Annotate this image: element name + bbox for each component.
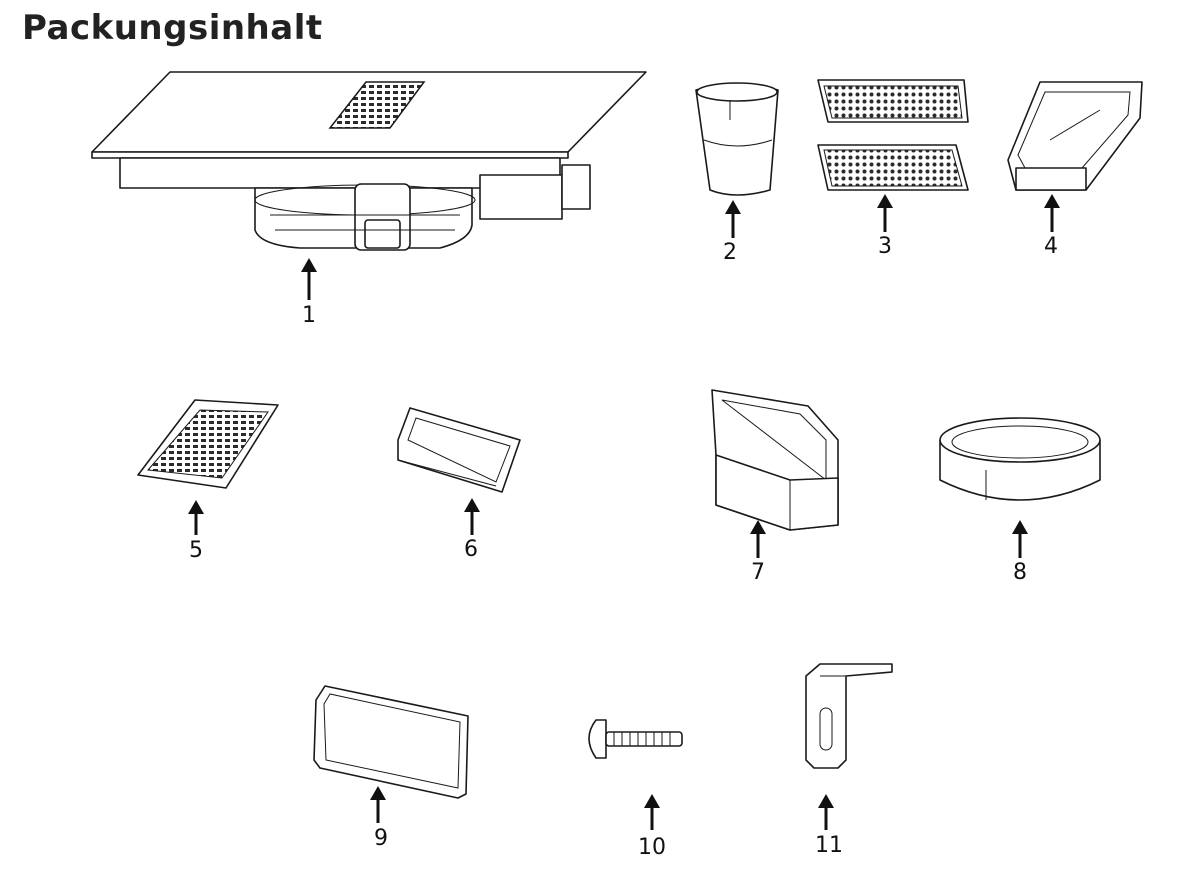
- part-10-arrow: [644, 794, 660, 830]
- part-number-5: 5: [189, 538, 203, 563]
- page-title: Packungsinhalt: [22, 8, 323, 48]
- part-5-arrow: [188, 500, 204, 535]
- part-number-10: 10: [638, 835, 666, 860]
- part-7-arrow: [750, 520, 766, 558]
- part-6-arrow: [464, 498, 480, 535]
- part-1-arrow: [301, 258, 317, 300]
- part-5-grille-illustration: [137, 399, 279, 489]
- part-3-filters-illustration: [817, 79, 969, 191]
- part-7-elbow-illustration: [711, 389, 839, 531]
- part-4-arrow: [1044, 194, 1060, 232]
- part-number-6: 6: [464, 537, 478, 562]
- part-1-hob-illustration: [91, 71, 647, 251]
- part-number-9: 9: [374, 826, 388, 851]
- part-number-1: 1: [302, 303, 316, 328]
- part-number-11: 11: [815, 833, 843, 858]
- part-number-3: 3: [878, 234, 892, 259]
- part-number-7: 7: [751, 560, 765, 585]
- part-9-gasket-illustration: [313, 685, 469, 799]
- part-8-arrow: [1012, 520, 1028, 558]
- part-11-arrow: [818, 794, 834, 830]
- part-2-cup-illustration: [695, 82, 779, 196]
- part-6-connector-illustration: [397, 407, 521, 493]
- part-number-8: 8: [1013, 560, 1027, 585]
- part-number-4: 4: [1044, 234, 1058, 259]
- part-9-arrow: [370, 786, 386, 823]
- part-3-arrow: [877, 194, 893, 232]
- part-8-ring-illustration: [939, 417, 1101, 501]
- part-number-2: 2: [723, 240, 737, 265]
- part-11-bracket-illustration: [805, 663, 893, 769]
- part-4-tray-illustration: [1007, 81, 1143, 191]
- part-10-screw-illustration: [588, 719, 683, 759]
- part-2-arrow: [725, 200, 741, 238]
